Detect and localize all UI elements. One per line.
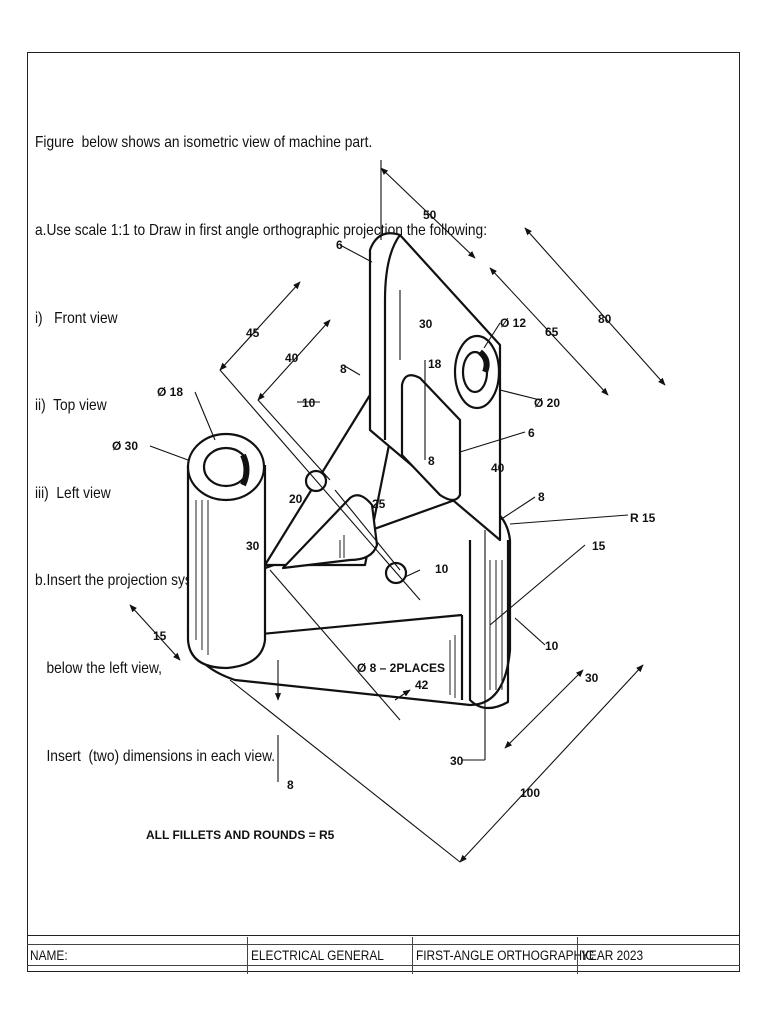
dim-diameter-12-label: Ø 12 bbox=[500, 316, 526, 330]
dim-65-label: 65 bbox=[545, 325, 559, 339]
machine-part-outline bbox=[186, 232, 512, 710]
year-label: YEAR 2023 bbox=[581, 948, 644, 963]
dim-50-label: 50 bbox=[423, 208, 437, 222]
dim-6-label: 6 bbox=[528, 426, 535, 440]
name-field[interactable]: NAME: bbox=[27, 945, 247, 965]
dimension-lines bbox=[129, 160, 666, 863]
name-label: NAME: bbox=[30, 948, 68, 963]
dim-25-label: 25 bbox=[372, 497, 386, 511]
title-block: NAME: ELECTRICAL GENERAL FIRST-ANGLE ORT… bbox=[27, 935, 740, 974]
dim-diameter-18-label: Ø 18 bbox=[157, 385, 183, 399]
dim-18-label: 18 bbox=[428, 357, 442, 371]
drawing-sheet-border bbox=[27, 52, 740, 972]
title-block-divider bbox=[577, 937, 578, 974]
dim-30-label: 30 bbox=[450, 754, 464, 768]
dim-42-label: 42 bbox=[415, 678, 429, 692]
dim-15-label: 15 bbox=[153, 629, 167, 643]
instruction-line: Figure below shows an isometric view of … bbox=[35, 134, 373, 152]
dim-30-label: 30 bbox=[585, 671, 599, 685]
instruction-line: Insert (two) dimensions in each view. bbox=[35, 747, 276, 765]
dim-40-label: 40 bbox=[285, 351, 299, 365]
dim-8-label: 8 bbox=[538, 490, 545, 504]
department-label: ELECTRICAL GENERAL bbox=[251, 948, 384, 963]
dim-8-label: 8 bbox=[287, 778, 294, 792]
dimension-labels: 50 6 80 65 45 40 30 Ø 12 18 8 Ø 18 10 Ø … bbox=[112, 208, 656, 800]
fillets-note: ALL FILLETS AND ROUNDS = R5 bbox=[146, 828, 335, 842]
dim-diameter-8-two-places-label: Ø 8 – 2PLACES bbox=[357, 661, 445, 675]
dim-6-label: 6 bbox=[336, 238, 343, 252]
dim-10-label: 10 bbox=[435, 562, 449, 576]
dim-10-label: 10 bbox=[302, 396, 316, 410]
dim-diameter-30-label: Ø 30 bbox=[112, 439, 138, 453]
dim-8-label: 8 bbox=[428, 454, 435, 468]
projection-cell: FIRST-ANGLE ORTHOGRAPHIC bbox=[413, 945, 594, 965]
dim-40-label: 40 bbox=[491, 461, 505, 475]
instruction-line: iii) Left view bbox=[35, 484, 111, 502]
dim-20-label: 20 bbox=[289, 492, 303, 506]
dim-30-label: 30 bbox=[419, 317, 433, 331]
dim-15-label: 15 bbox=[592, 539, 606, 553]
dim-80-label: 80 bbox=[598, 312, 612, 326]
dim-radius-15-label: R 15 bbox=[630, 511, 656, 525]
projection-label: FIRST-ANGLE ORTHOGRAPHIC bbox=[416, 948, 595, 963]
dim-10-label: 10 bbox=[545, 639, 559, 653]
dim-100-label: 100 bbox=[520, 786, 540, 800]
instruction-line: i) Front view bbox=[35, 309, 118, 327]
instruction-line: below the left view, bbox=[35, 659, 162, 677]
dim-diameter-20-label: Ø 20 bbox=[534, 396, 560, 410]
dim-30-label: 30 bbox=[246, 539, 260, 553]
title-block-divider bbox=[412, 937, 413, 974]
dim-8-label: 8 bbox=[340, 362, 347, 376]
title-block-divider bbox=[247, 937, 248, 974]
title-block-row: NAME: ELECTRICAL GENERAL FIRST-ANGLE ORT… bbox=[27, 937, 740, 974]
department-cell: ELECTRICAL GENERAL bbox=[248, 945, 412, 965]
dim-45-label: 45 bbox=[246, 326, 260, 340]
instruction-line: ii) Top view bbox=[35, 397, 107, 415]
year-cell: YEAR 2023 bbox=[578, 945, 738, 965]
